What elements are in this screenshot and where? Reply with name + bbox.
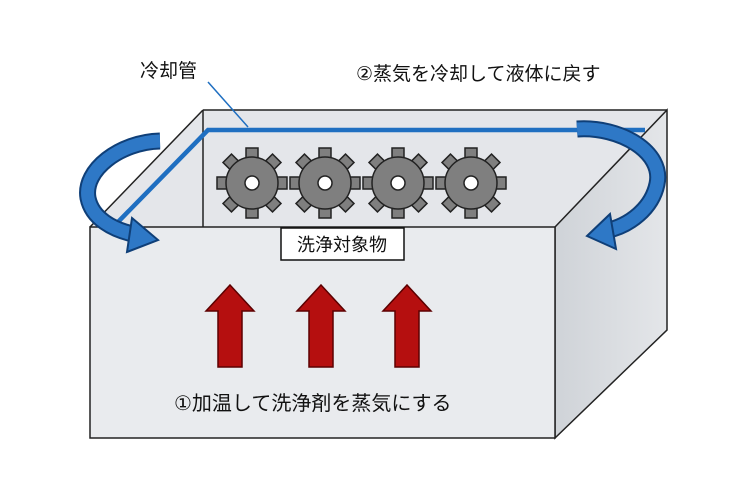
gear-icon [216, 147, 288, 219]
curved-arrow-icon [79, 132, 161, 254]
step1-label: ①加温して洗浄剤を蒸気にする [174, 391, 452, 415]
up-arrow-icon [204, 283, 256, 368]
gear-icon [362, 147, 434, 219]
up-arrow-icon [381, 283, 433, 368]
step2-label: ②蒸気を冷却して液体に戻す [356, 63, 600, 85]
gear-icon [435, 147, 507, 219]
up-arrow-icon [295, 283, 347, 368]
target-label-box [280, 227, 405, 261]
curved-arrow-icon [576, 120, 667, 251]
tank-rim [89, 109, 667, 228]
cooling-pipe-leader [207, 81, 249, 128]
gear-group [216, 147, 507, 219]
cooling-pipe [116, 127, 645, 224]
gear-icon [289, 147, 361, 219]
target-label: 洗浄対象物 [297, 235, 387, 256]
cooling-pipe-label: 冷却管 [140, 60, 197, 82]
tank-front-face [89, 226, 556, 439]
